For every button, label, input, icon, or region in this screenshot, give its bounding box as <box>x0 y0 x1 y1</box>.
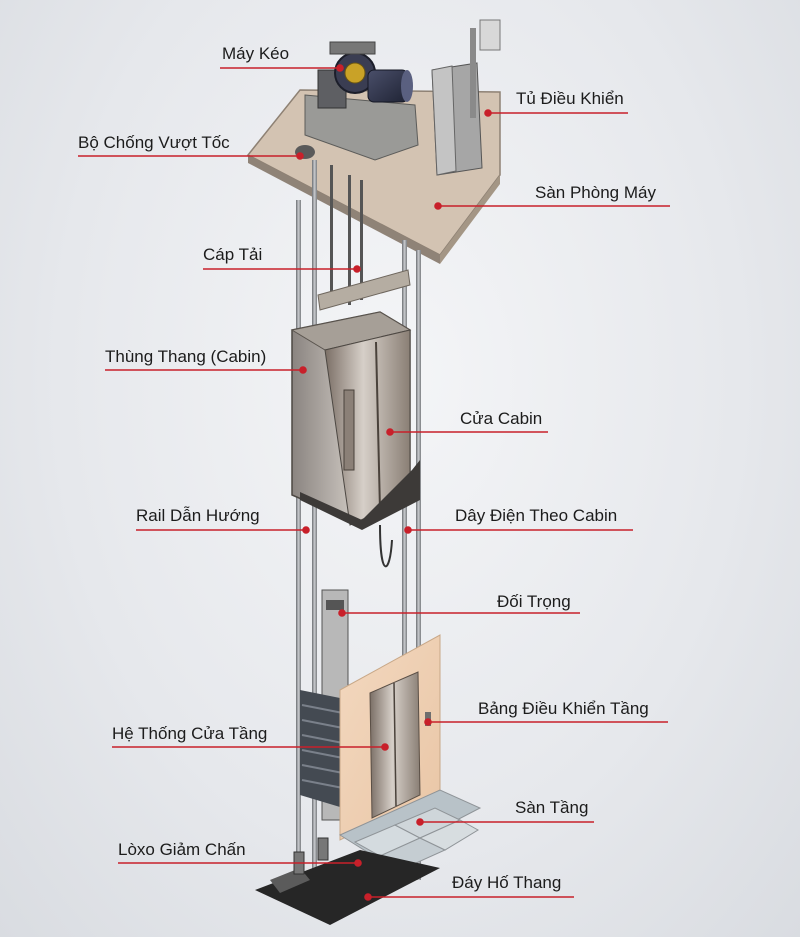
leader-lines <box>78 64 670 901</box>
label-overspeed-governor: Bộ Chống Vượt Tốc <box>78 133 230 152</box>
travelling-cable <box>379 524 393 568</box>
label-guide-rail: Rail Dẫn Hướng <box>136 506 260 525</box>
guide-rails <box>296 160 421 890</box>
label-landing-door-system: Hệ Thống Cửa Tầng <box>112 724 268 743</box>
label-travelling-cable: Dây Điện Theo Cabin <box>455 506 618 525</box>
control-cabinet <box>431 19 501 176</box>
label-control-cabinet: Tủ Điều Khiển <box>516 89 624 108</box>
label-cabin: Thùng Thang (Cabin) <box>105 347 267 366</box>
cabin <box>290 311 420 530</box>
label-buffer-spring: Lòxo Giảm Chấn <box>118 840 246 859</box>
label-pit-floor: Đáy Hố Thang <box>452 873 562 892</box>
label-traction-machine: Máy Kéo <box>222 44 290 63</box>
car-sling <box>317 269 411 311</box>
label-counterweight: Đối Trọng <box>497 592 571 611</box>
label-machine-room-floor: Sàn Phòng Máy <box>535 183 656 202</box>
label-hoist-rope: Cáp Tải <box>203 245 263 264</box>
label-cabin-door: Cửa Cabin <box>460 409 543 428</box>
label-landing-control-panel: Bảng Điều Khiển Tầng <box>478 699 649 718</box>
traction-machine <box>304 41 419 161</box>
label-landing-floor: Sàn Tầng <box>515 798 589 817</box>
